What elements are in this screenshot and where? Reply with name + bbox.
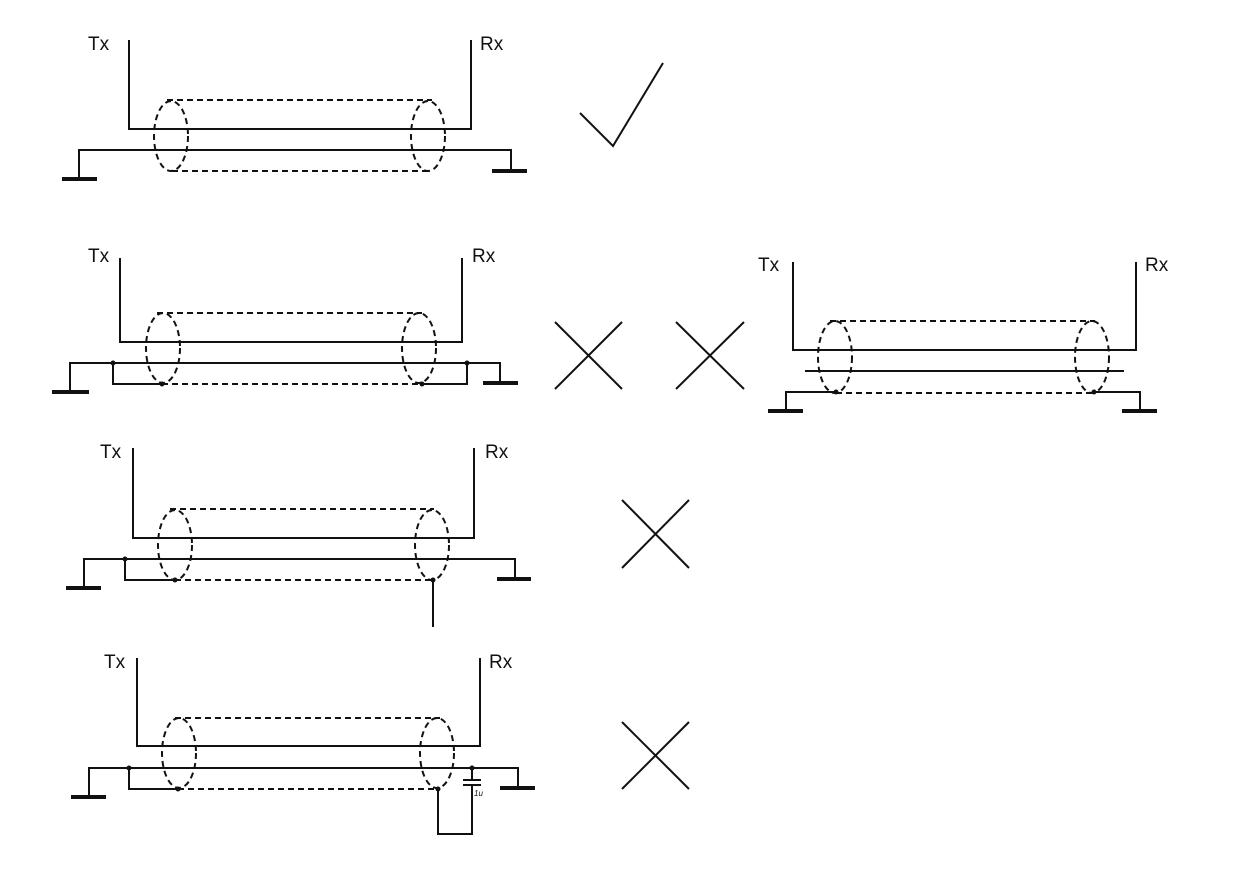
tx-label: Tx [88,34,110,55]
diagram-shield-both-ends: Tx Rx [52,246,518,394]
shield-end [419,717,455,789]
signal-wire [132,448,475,539]
shield-end [1074,320,1110,394]
checkmark-icon [579,62,664,148]
ground-wire [83,558,516,588]
diagram-shield-one-end-ok: Tx Rx [62,34,527,181]
shield-end [157,509,193,581]
shield-end [410,100,446,172]
cross-icon [621,499,690,569]
rx-label: Rx [1145,255,1169,276]
shield-drain [422,363,468,385]
ground-wire [88,767,519,797]
cross-icon [554,321,623,390]
shield-end [401,312,437,384]
tx-label: Tx [758,255,780,276]
shield-end [145,312,181,384]
shield-end [153,100,189,172]
rx-label: Rx [480,34,504,55]
tx-label: Tx [88,246,110,267]
cross-icon [621,721,690,790]
capacitor-lead [437,785,473,835]
shield-drain [785,391,836,410]
tx-label: Tx [104,652,126,673]
diagram-shield-capacitor: Tx Rx 1u [71,652,535,835]
ground-wire [78,149,512,179]
shield-drain [1094,391,1141,410]
rx-label: Rx [472,246,496,267]
signal-wire [128,40,472,130]
shield-drain [112,363,162,385]
diagram-separate-ground-conductor: Tx Rx [758,255,1169,413]
shield-end [161,717,197,789]
shield-drain [124,559,175,581]
diagram-shield-floating-end: Tx Rx [66,442,531,627]
shield-end [414,509,450,581]
shield-drain [128,768,178,790]
rx-label: Rx [489,652,513,673]
capacitor-label: 1u [474,789,483,798]
signal-wire [792,262,1137,351]
shield-end [817,320,853,394]
rx-label: Rx [485,442,509,463]
cross-icon [675,321,745,390]
tx-label: Tx [100,442,122,463]
signal-wire [119,258,463,343]
ground-wire [69,362,501,392]
signal-wire [136,658,481,747]
